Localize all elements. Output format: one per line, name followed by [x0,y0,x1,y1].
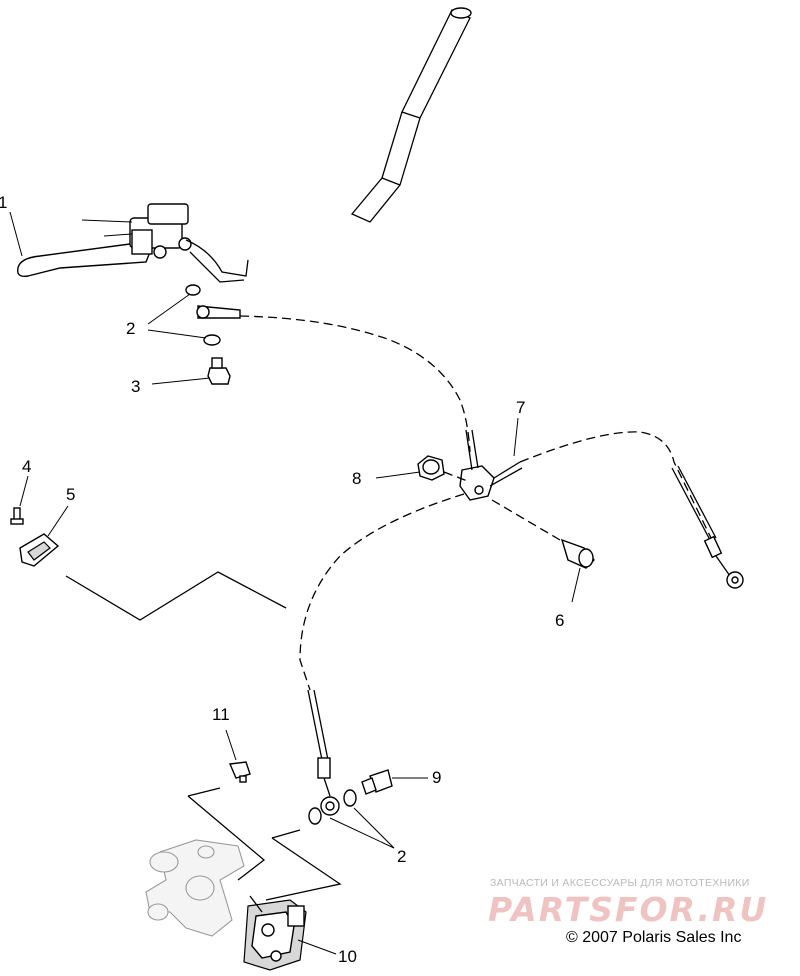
callout-7: 7 [516,398,525,417]
caliper-mount-bolt [228,761,251,783]
leader-lines [9,211,581,955]
callout-2-upper: 2 [126,319,135,338]
callout-11: 11 [212,705,230,724]
watermark-logo: PARTSFOR.RU [488,890,769,929]
callout-8: 8 [352,469,361,488]
caliper-banjo-bolt [361,769,393,795]
clip-screw [10,507,24,525]
grommet [417,455,471,483]
brake-line-left [299,493,465,691]
junction-bolt [491,499,595,569]
upper-banjo-fittings [185,284,241,385]
callout-5: 5 [66,485,75,504]
brake-line-right [519,431,713,541]
callout-9: 9 [432,768,441,787]
copyright-notice: © 2007 Polaris Sales Inc [566,929,742,946]
callout-1: 1 [0,193,7,212]
left-line-banjo [307,689,357,825]
handlebar [350,7,472,223]
brake-line-upper [239,315,471,453]
callout-4: 4 [22,457,31,476]
callout-3: 3 [131,377,140,396]
brake-caliper [243,895,307,971]
brake-lever-master-cylinder [17,203,249,283]
spindle-knuckle [145,839,245,937]
brake-line-junction [459,429,523,501]
line-clip [19,533,60,567]
routing-lines [65,571,342,901]
callout-10: 10 [338,947,357,966]
callout-6: 6 [555,611,564,630]
right-banjo-end [671,465,744,589]
callout-2-lower: 2 [397,847,406,866]
watermark-tagline: ЗАПЧАСТИ И АКСЕССУАРЫ ДЛЯ МОТОТЕХНИКИ [490,877,750,889]
